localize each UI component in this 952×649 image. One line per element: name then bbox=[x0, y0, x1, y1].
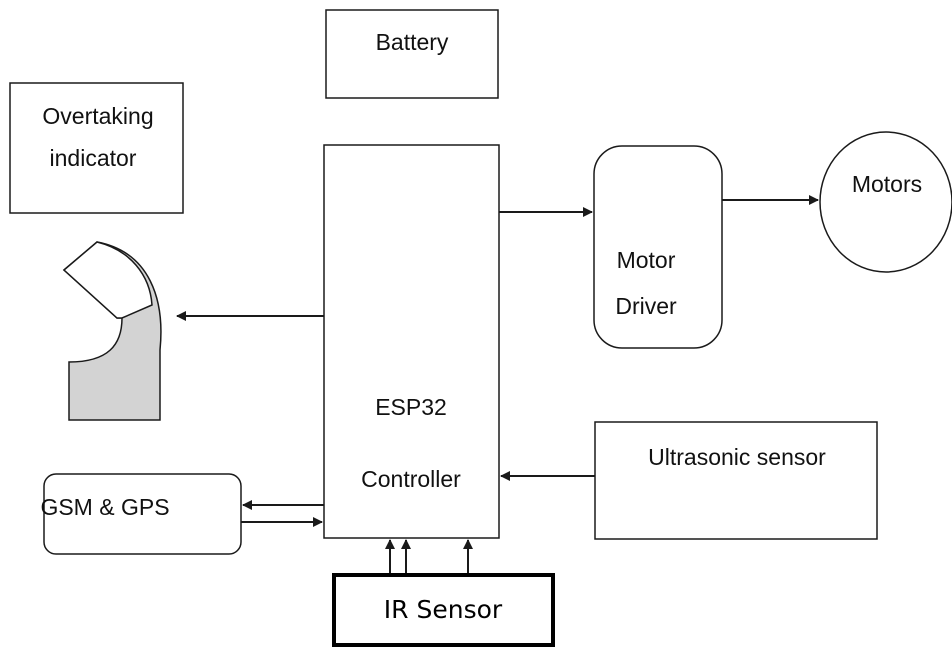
motors-block: Motors bbox=[819, 131, 952, 273]
turn-indicator-arrow-icon bbox=[62, 241, 162, 421]
overtaking-indicator-label-line2: indicator bbox=[50, 145, 137, 171]
ultrasonic-sensor-block: Ultrasonic sensor bbox=[594, 421, 878, 540]
controller-label-line2: Controller bbox=[361, 466, 461, 492]
gsm-gps-block: GSM & GPS bbox=[40, 473, 242, 555]
motor-driver-label-line2: Driver bbox=[615, 293, 677, 319]
ir-sensor-block: IR Sensor bbox=[332, 573, 555, 647]
overtaking-indicator-label-line1: Overtaking bbox=[42, 103, 153, 129]
motor-driver-label-line1: Motor bbox=[617, 247, 676, 273]
ir-sensor-label: IR Sensor bbox=[384, 595, 503, 624]
ultrasonic-sensor-label: Ultrasonic sensor bbox=[648, 444, 826, 470]
controller-label-line1: ESP32 bbox=[375, 394, 447, 420]
controller-block: ESP32 Controller bbox=[323, 144, 500, 539]
battery-block: Battery bbox=[325, 9, 499, 99]
motors-label: Motors bbox=[852, 171, 922, 197]
battery-label: Battery bbox=[376, 29, 449, 55]
motor-driver-block: Motor Driver bbox=[593, 145, 723, 349]
overtaking-indicator-block: Overtaking indicator bbox=[9, 82, 184, 214]
gsm-gps-label: GSM & GPS bbox=[40, 494, 169, 520]
